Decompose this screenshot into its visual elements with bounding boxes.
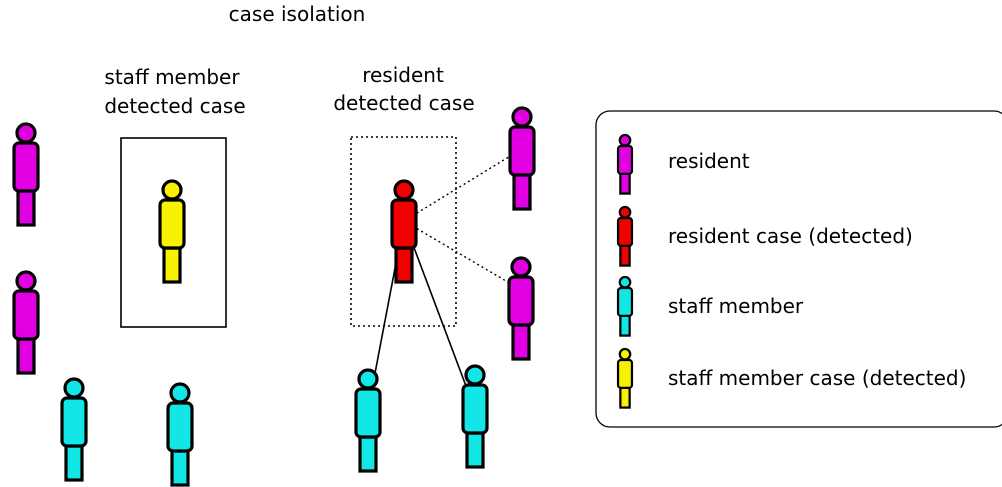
person-legs	[162, 246, 182, 284]
person-head	[357, 368, 379, 390]
diagram-title: case isolation	[229, 2, 366, 26]
person-head	[618, 205, 632, 219]
person-body	[354, 387, 382, 439]
staff-person-icon	[354, 368, 382, 473]
person-legs	[619, 172, 631, 195]
contact-line-resident-lower	[403, 220, 524, 292]
person-body	[616, 216, 634, 247]
person-legs	[394, 246, 414, 284]
legend-label-resident-case: resident case (detected)	[668, 224, 913, 248]
resident-case-person-icon	[390, 179, 418, 284]
staff-person-icon	[60, 377, 88, 482]
staff-person-icon	[166, 382, 194, 487]
person-legs	[619, 244, 631, 267]
person-head	[511, 106, 533, 128]
contact-line-resident-upper	[403, 146, 526, 222]
staff-case-label-line2: detected case	[104, 94, 245, 118]
person-legs	[619, 314, 631, 337]
person-body	[616, 144, 634, 175]
person-body	[461, 383, 489, 435]
legend-label-staff: staff member	[668, 294, 804, 318]
person-body	[166, 401, 194, 453]
person-body	[390, 198, 418, 250]
person-body	[12, 289, 40, 341]
person-body	[616, 286, 634, 317]
legend-frame	[595, 110, 1002, 428]
person-head	[464, 364, 486, 386]
staff-person-icon	[461, 364, 489, 469]
person-body	[508, 125, 536, 177]
person-head	[393, 179, 415, 201]
resident-person-icon	[12, 270, 40, 375]
staff-case-person-icon	[158, 179, 186, 284]
person-body	[158, 198, 186, 250]
person-legs	[170, 449, 190, 487]
person-head	[618, 347, 632, 361]
legend-label-staff-case: staff member case (detected)	[668, 366, 966, 390]
contact-line-staff-right	[403, 220, 476, 411]
resident-case-isolation-box	[350, 136, 457, 327]
person-head	[618, 133, 632, 147]
person-head	[63, 377, 85, 399]
staff-case-label-line1: staff member	[104, 65, 240, 89]
person-body	[616, 358, 634, 389]
staff-case-isolation-box	[120, 137, 227, 328]
person-body	[507, 275, 535, 327]
person-body	[60, 396, 88, 448]
person-legs	[16, 189, 36, 227]
resident-person-icon	[508, 106, 536, 211]
resident-person-icon	[507, 256, 535, 361]
legend-resident-icon	[616, 133, 634, 195]
legend-staff-case-icon	[616, 347, 634, 409]
person-legs	[512, 173, 532, 211]
person-legs	[511, 323, 531, 361]
person-legs	[16, 337, 36, 375]
resident-person-icon	[12, 122, 40, 227]
person-legs	[358, 435, 378, 473]
legend-label-resident: resident	[668, 149, 750, 173]
person-body	[12, 141, 40, 193]
person-head	[15, 122, 37, 144]
person-legs	[465, 431, 485, 469]
person-legs	[64, 444, 84, 482]
resident-case-label-line1: resident	[362, 63, 444, 87]
person-legs	[619, 386, 631, 409]
legend: resident resident case (detected) staff …	[595, 110, 1002, 428]
person-head	[15, 270, 37, 292]
legend-staff-icon	[616, 275, 634, 337]
legend-resident-case-icon	[616, 205, 634, 267]
resident-case-label-line2: detected case	[333, 91, 474, 115]
person-head	[510, 256, 532, 278]
person-head	[169, 382, 191, 404]
person-head	[161, 179, 183, 201]
person-head	[618, 275, 632, 289]
